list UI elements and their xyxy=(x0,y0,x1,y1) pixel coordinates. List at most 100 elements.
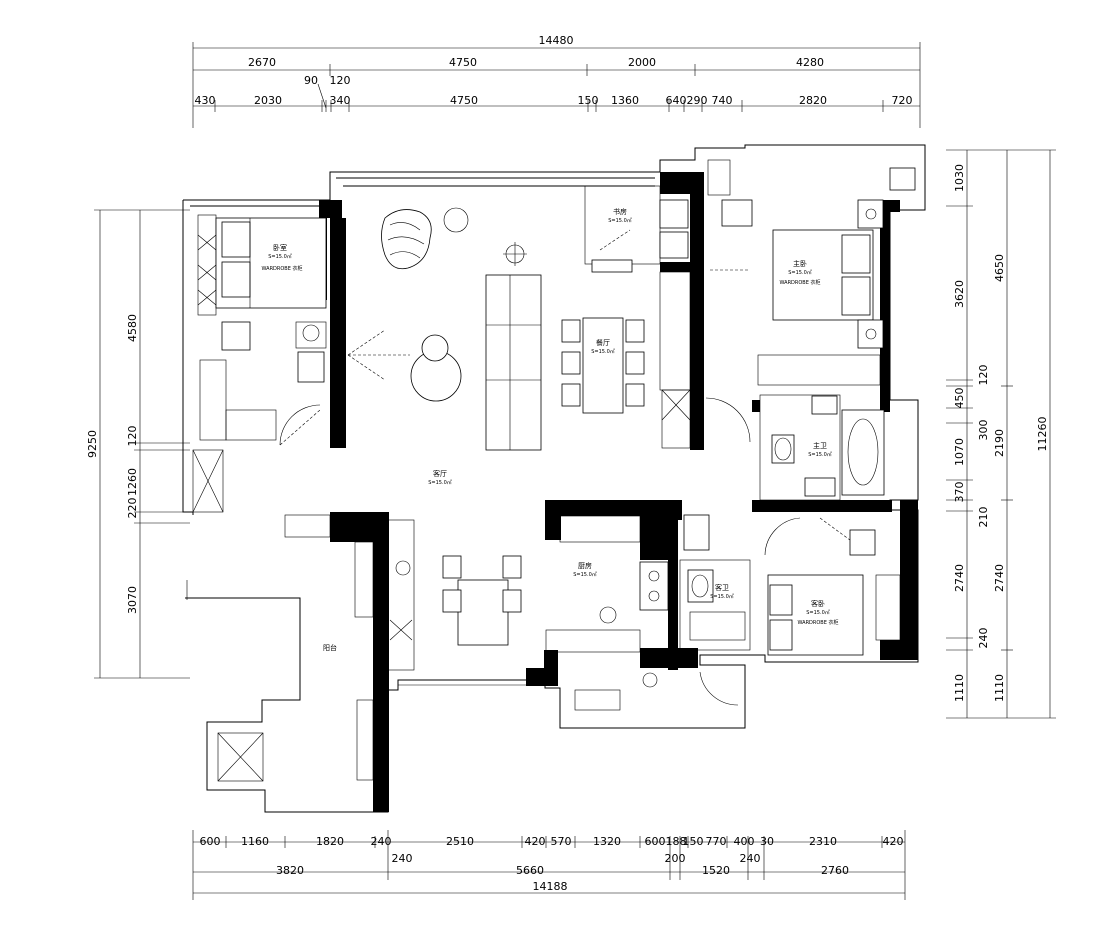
bedroom-left: 卧室 S=15.0㎡ WARDROBE 衣柜 xyxy=(197,214,327,446)
master-bedroom: 主卧 S=15.0㎡ WARDROBE 衣柜 xyxy=(707,159,916,386)
dim-bot-r2-1: 200 xyxy=(665,852,686,865)
dim-left-2: 1260 xyxy=(126,468,139,496)
dim-top-r2-2: 90 xyxy=(304,74,318,87)
room-label-guest-bedroom: 客卧 xyxy=(811,599,825,608)
room-area-master-bedroom: S=15.0㎡ xyxy=(788,269,812,276)
dim-top-r2-8: 640 xyxy=(666,94,687,107)
dim-top-r2-0: 430 xyxy=(195,94,216,107)
room-label-guest-bath: 客卫 xyxy=(715,583,729,592)
dim-top-r1-2: 2000 xyxy=(628,56,656,69)
dim-left-total: 9250 xyxy=(86,430,99,458)
dim-bot-total: 14188 xyxy=(533,880,568,893)
dim-right-in-1: 3620 xyxy=(953,280,966,308)
dim-bot-r1-4: 2510 xyxy=(446,835,474,848)
dim-right-mid-1: 2190 xyxy=(993,429,1006,457)
guest-bedroom: 客卧 S=15.0㎡ WARDROBE 衣柜 xyxy=(764,517,901,656)
dim-bot-r1-6: 570 xyxy=(551,835,572,848)
room-label-dining: 餐厅 xyxy=(596,338,610,347)
dim-bot-r2-0: 240 xyxy=(392,852,413,865)
dim-bot-r1-1: 1160 xyxy=(241,835,269,848)
dim-right-in-3: 450 xyxy=(953,388,966,409)
wardrobe-note-master: WARDROBE 衣柜 xyxy=(779,279,820,286)
dim-top-r1-0: 2670 xyxy=(248,56,276,69)
dim-left-1: 120 xyxy=(126,426,139,447)
dim-bot-r1-10: 150 xyxy=(683,835,704,848)
lower-left xyxy=(186,449,415,782)
room-area-guest-bedroom: S=15.0㎡ xyxy=(806,609,830,616)
dim-bot-r1-9: 188 xyxy=(666,835,687,848)
room-area-master-bath: S=15.0㎡ xyxy=(808,451,832,458)
dim-bot-r1-2: 1820 xyxy=(316,835,344,848)
left-dimensions: 9250 4580 120 1260 220 3070 xyxy=(86,209,190,679)
dim-right-total: 11260 xyxy=(1036,417,1049,452)
dim-bot-r3-3: 2760 xyxy=(821,864,849,877)
study: 书房 S=15.0㎡ xyxy=(584,185,689,273)
dim-right-in-4: 300 xyxy=(977,420,990,441)
dim-left-3: 220 xyxy=(126,498,139,519)
dim-right-mid-2: 2740 xyxy=(993,564,1006,592)
dim-bot-r1-14: 2310 xyxy=(809,835,837,848)
dim-top-r2-7: 1360 xyxy=(611,94,639,107)
dim-bot-r1-15: 420 xyxy=(883,835,904,848)
dim-bot-r3-0: 3820 xyxy=(276,864,304,877)
room-area-bedroom-left: S=15.0㎡ xyxy=(268,253,292,260)
master-bath: 主卫 S=15.0㎡ xyxy=(705,394,885,501)
room-label-balcony: 阳台 xyxy=(323,643,337,652)
dim-top-r2-4: 340 xyxy=(330,94,351,107)
dim-bot-r1-7: 1320 xyxy=(593,835,621,848)
dim-right-mid-3: 1110 xyxy=(993,674,1006,702)
wardrobe-note-guest: WARDROBE 衣柜 xyxy=(797,619,838,626)
dim-bot-r1-11: 770 xyxy=(706,835,727,848)
dim-bot-r1-5: 420 xyxy=(525,835,546,848)
room-area-kitchen: S=15.0㎡ xyxy=(573,571,597,578)
dim-top-r2-1: 2030 xyxy=(254,94,282,107)
balcony: 阳台 xyxy=(323,643,337,652)
dim-bot-r1-3: 240 xyxy=(371,835,392,848)
dim-right-in-0: 1030 xyxy=(953,164,966,192)
dim-top-r2-3: 120 xyxy=(330,74,351,87)
room-label-living: 客厅 xyxy=(433,469,447,478)
right-dimensions: 11260 4650 2190 2740 1110 1030 3620 120 … xyxy=(946,149,1056,719)
guest-bath: 客卫 S=15.0㎡ xyxy=(574,559,751,711)
bottom-dimensions: 600 1160 1820 240 2510 420 570 1320 600 … xyxy=(192,830,906,900)
room-area-dining: S=15.0㎡ xyxy=(591,348,615,355)
dim-right-in-10: 1110 xyxy=(953,674,966,702)
dim-bot-r1-13: 30 xyxy=(760,835,774,848)
dim-left-4: 3070 xyxy=(126,586,139,614)
room-label-bedroom-left: 卧室 xyxy=(273,243,287,252)
dim-left-0: 4580 xyxy=(126,314,139,342)
kitchen: 厨房 S=15.0㎡ xyxy=(398,514,710,686)
room-label-master-bedroom: 主卧 xyxy=(793,259,807,268)
dim-bot-r1-8: 600 xyxy=(645,835,666,848)
room-label-kitchen: 厨房 xyxy=(578,561,592,570)
room-area-guest-bath: S=15.0㎡ xyxy=(710,593,734,600)
dim-bot-r1-12: 400 xyxy=(734,835,755,848)
dim-right-in-5: 1070 xyxy=(953,438,966,466)
room-area-study: S=15.0㎡ xyxy=(608,217,632,224)
dim-top-r1-1: 4750 xyxy=(449,56,477,69)
dining-upper: 餐厅 S=15.0㎡ xyxy=(561,271,691,449)
dim-top-r2-9: 290 xyxy=(687,94,708,107)
dim-top-r2-12: 720 xyxy=(892,94,913,107)
dim-bot-r1-0: 600 xyxy=(200,835,221,848)
dim-right-in-9: 240 xyxy=(977,628,990,649)
dim-right-mid-0: 4650 xyxy=(993,254,1006,282)
dim-right-in-6: 370 xyxy=(953,482,966,503)
wardrobe-note-bedroom-left: WARDROBE 衣柜 xyxy=(261,265,302,272)
dim-top-r2-5: 4750 xyxy=(450,94,478,107)
dim-top-total: 14480 xyxy=(539,34,574,47)
dim-top-r2-11: 2820 xyxy=(799,94,827,107)
dim-bot-r3-2: 1520 xyxy=(702,864,730,877)
dim-bot-r3-1: 5660 xyxy=(516,864,544,877)
room-area-living: S=15.0㎡ xyxy=(428,479,452,486)
dim-right-in-2: 120 xyxy=(977,365,990,386)
room-label-study: 书房 xyxy=(613,207,627,216)
dim-bot-r2-2: 240 xyxy=(740,852,761,865)
living-room: 客厅 S=15.0㎡ xyxy=(347,207,542,486)
dim-top-r1-3: 4280 xyxy=(796,56,824,69)
dim-right-in-8: 2740 xyxy=(953,564,966,592)
dim-right-in-7: 210 xyxy=(977,507,990,528)
dim-top-r2-6: 150 xyxy=(578,94,599,107)
top-dimensions: 14480 2670 4750 2000 4280 430 2030 90 12… xyxy=(192,34,921,128)
